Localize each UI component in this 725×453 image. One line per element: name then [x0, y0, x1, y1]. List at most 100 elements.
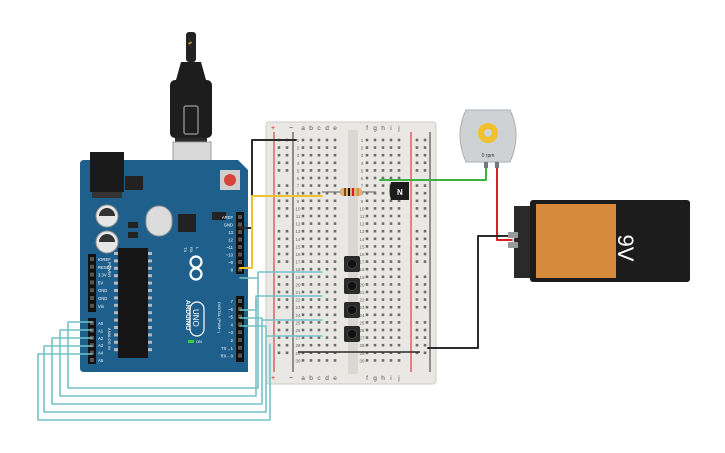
- breadboard-hole[interactable]: [389, 138, 393, 142]
- breadboard-hole[interactable]: [309, 252, 313, 256]
- breadboard-hole[interactable]: [301, 290, 305, 294]
- breadboard-hole[interactable]: [365, 214, 369, 218]
- rail-hole[interactable]: [277, 245, 281, 248]
- breadboard-hole[interactable]: [373, 252, 377, 256]
- wire-gnd-black[interactable]: [239, 139, 297, 229]
- breadboard-hole[interactable]: [309, 176, 313, 180]
- rail-hole[interactable]: [277, 153, 281, 157]
- breadboard-hole[interactable]: [373, 245, 377, 248]
- breadboard-hole[interactable]: [317, 176, 321, 180]
- breadboard-hole[interactable]: [317, 138, 321, 142]
- breadboard-hole[interactable]: [309, 328, 313, 332]
- breadboard-hole[interactable]: [317, 283, 321, 286]
- rail-hole[interactable]: [415, 298, 419, 301]
- breadboard-hole[interactable]: [381, 161, 385, 165]
- breadboard-hole[interactable]: [389, 267, 393, 271]
- breadboard-hole[interactable]: [325, 267, 329, 271]
- breadboard-hole[interactable]: [389, 260, 393, 263]
- breadboard-hole[interactable]: [333, 313, 337, 317]
- breadboard-hole[interactable]: [325, 229, 329, 233]
- breadboard-hole[interactable]: [397, 214, 401, 218]
- breadboard-hole[interactable]: [365, 298, 369, 301]
- breadboard-hole[interactable]: [373, 169, 377, 172]
- breadboard-hole[interactable]: [325, 237, 329, 241]
- breadboard-hole[interactable]: [389, 229, 393, 233]
- header-hole[interactable]: [238, 245, 242, 249]
- rail-hole[interactable]: [415, 260, 419, 263]
- breadboard-hole[interactable]: [373, 229, 377, 233]
- breadboard-hole[interactable]: [381, 260, 385, 263]
- breadboard-hole[interactable]: [325, 283, 329, 286]
- breadboard-hole[interactable]: [317, 343, 321, 347]
- breadboard-hole[interactable]: [381, 146, 385, 149]
- breadboard-hole[interactable]: [325, 161, 329, 165]
- rail-hole[interactable]: [415, 305, 419, 309]
- breadboard-hole[interactable]: [397, 260, 401, 263]
- rail-hole[interactable]: [277, 328, 281, 332]
- breadboard-hole[interactable]: [301, 229, 305, 233]
- breadboard-hole[interactable]: [325, 328, 329, 332]
- breadboard-hole[interactable]: [365, 184, 369, 187]
- breadboard-hole[interactable]: [381, 305, 385, 309]
- breadboard-hole[interactable]: [373, 176, 377, 180]
- breadboard-hole[interactable]: [389, 237, 393, 241]
- breadboard-hole[interactable]: [397, 153, 401, 157]
- rail-hole[interactable]: [285, 245, 289, 248]
- rail-hole[interactable]: [415, 138, 419, 142]
- breadboard-hole[interactable]: [373, 214, 377, 218]
- breadboard-hole[interactable]: [397, 267, 401, 271]
- rail-hole[interactable]: [423, 191, 427, 195]
- rail-hole[interactable]: [277, 146, 281, 149]
- breadboard-hole[interactable]: [325, 336, 329, 339]
- breadboard-hole[interactable]: [309, 305, 313, 309]
- battery-9v[interactable]: 9V: [508, 200, 690, 282]
- breadboard-hole[interactable]: [309, 290, 313, 294]
- pushbutton[interactable]: [344, 256, 360, 272]
- breadboard-hole[interactable]: [317, 199, 321, 203]
- breadboard-hole[interactable]: [317, 298, 321, 301]
- breadboard-hole[interactable]: [365, 191, 369, 195]
- breadboard-hole[interactable]: [333, 207, 337, 210]
- header-hole[interactable]: [238, 353, 242, 358]
- breadboard-hole[interactable]: [325, 153, 329, 157]
- breadboard-hole[interactable]: [373, 336, 377, 339]
- breadboard-hole[interactable]: [373, 267, 377, 271]
- breadboard-hole[interactable]: [317, 260, 321, 263]
- breadboard-hole[interactable]: [389, 313, 393, 317]
- breadboard-hole[interactable]: [333, 153, 337, 157]
- header-hole[interactable]: [238, 230, 242, 234]
- breadboard-hole[interactable]: [301, 245, 305, 248]
- rail-hole[interactable]: [415, 207, 419, 210]
- breadboard-hole[interactable]: [309, 283, 313, 286]
- breadboard-hole[interactable]: [389, 222, 393, 225]
- breadboard-hole[interactable]: [301, 184, 305, 187]
- breadboard-hole[interactable]: [333, 260, 337, 263]
- rail-hole[interactable]: [423, 153, 427, 157]
- breadboard-hole[interactable]: [325, 359, 329, 362]
- breadboard-hole[interactable]: [373, 191, 377, 195]
- breadboard-hole[interactable]: [397, 343, 401, 347]
- wire-motor-green[interactable]: [379, 165, 487, 181]
- rail-hole[interactable]: [423, 305, 427, 309]
- breadboard-hole[interactable]: [381, 237, 385, 241]
- breadboard-hole[interactable]: [317, 245, 321, 248]
- breadboard-hole[interactable]: [301, 169, 305, 172]
- breadboard-hole[interactable]: [309, 191, 313, 195]
- breadboard-hole[interactable]: [381, 275, 385, 279]
- breadboard-hole[interactable]: [397, 207, 401, 210]
- breadboard-hole[interactable]: [301, 343, 305, 347]
- breadboard-hole[interactable]: [381, 298, 385, 301]
- rail-hole[interactable]: [423, 260, 427, 263]
- breadboard-hole[interactable]: [397, 245, 401, 248]
- breadboard-hole[interactable]: [381, 290, 385, 294]
- rail-hole[interactable]: [277, 275, 281, 279]
- rail-hole[interactable]: [285, 305, 289, 309]
- rail-hole[interactable]: [285, 260, 289, 263]
- breadboard-hole[interactable]: [317, 305, 321, 309]
- breadboard-hole[interactable]: [333, 305, 337, 309]
- breadboard-hole[interactable]: [397, 313, 401, 317]
- breadboard-hole[interactable]: [325, 138, 329, 142]
- breadboard-hole[interactable]: [381, 169, 385, 172]
- breadboard-hole[interactable]: [309, 359, 313, 362]
- breadboard-hole[interactable]: [365, 283, 369, 286]
